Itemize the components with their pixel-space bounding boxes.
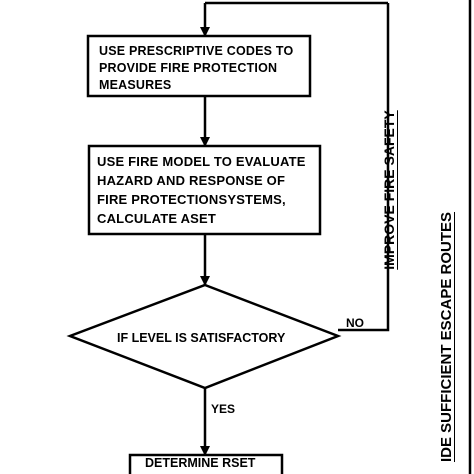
yes-label: YES	[211, 402, 236, 416]
prescriptive-text: USE PRESCRIPTIVE CODES TO PROVIDE FIRE P…	[99, 43, 293, 94]
no-loop-line	[338, 3, 390, 332]
rset-box	[128, 453, 284, 474]
fire-model-text: USE FIRE MODEL TO EVALUATE HAZARD AND RE…	[97, 152, 306, 228]
no-label: NO	[346, 316, 364, 330]
fire-model-line-2: HAZARD AND RESPONSE OF	[97, 173, 286, 188]
rset-text: DETERMINE RSET	[145, 456, 256, 470]
prescriptive-line-1: USE PRESCRIPTIVE CODES TO	[99, 44, 294, 58]
fire-model-line-4: CALCULATE ASET	[97, 211, 217, 226]
improve-fire-safety-label: IMPROVE FIRE SAFETY	[381, 110, 397, 270]
prescriptive-line-2: PROVIDE FIRE PROTECTION	[99, 61, 278, 75]
prescriptive-box	[86, 34, 312, 98]
prescriptive-line-3: MEASURES	[99, 78, 172, 92]
fire-model-line-1: USE FIRE MODEL TO EVALUATE	[97, 154, 306, 169]
decision-text: IF LEVEL IS SATISFACTORY	[117, 331, 286, 345]
escape-routes-label: IDE SUFFICIENT ESCAPE ROUTES	[438, 211, 455, 463]
fire-model-line-3: FIRE PROTECTIONSYSTEMS,	[97, 192, 286, 207]
